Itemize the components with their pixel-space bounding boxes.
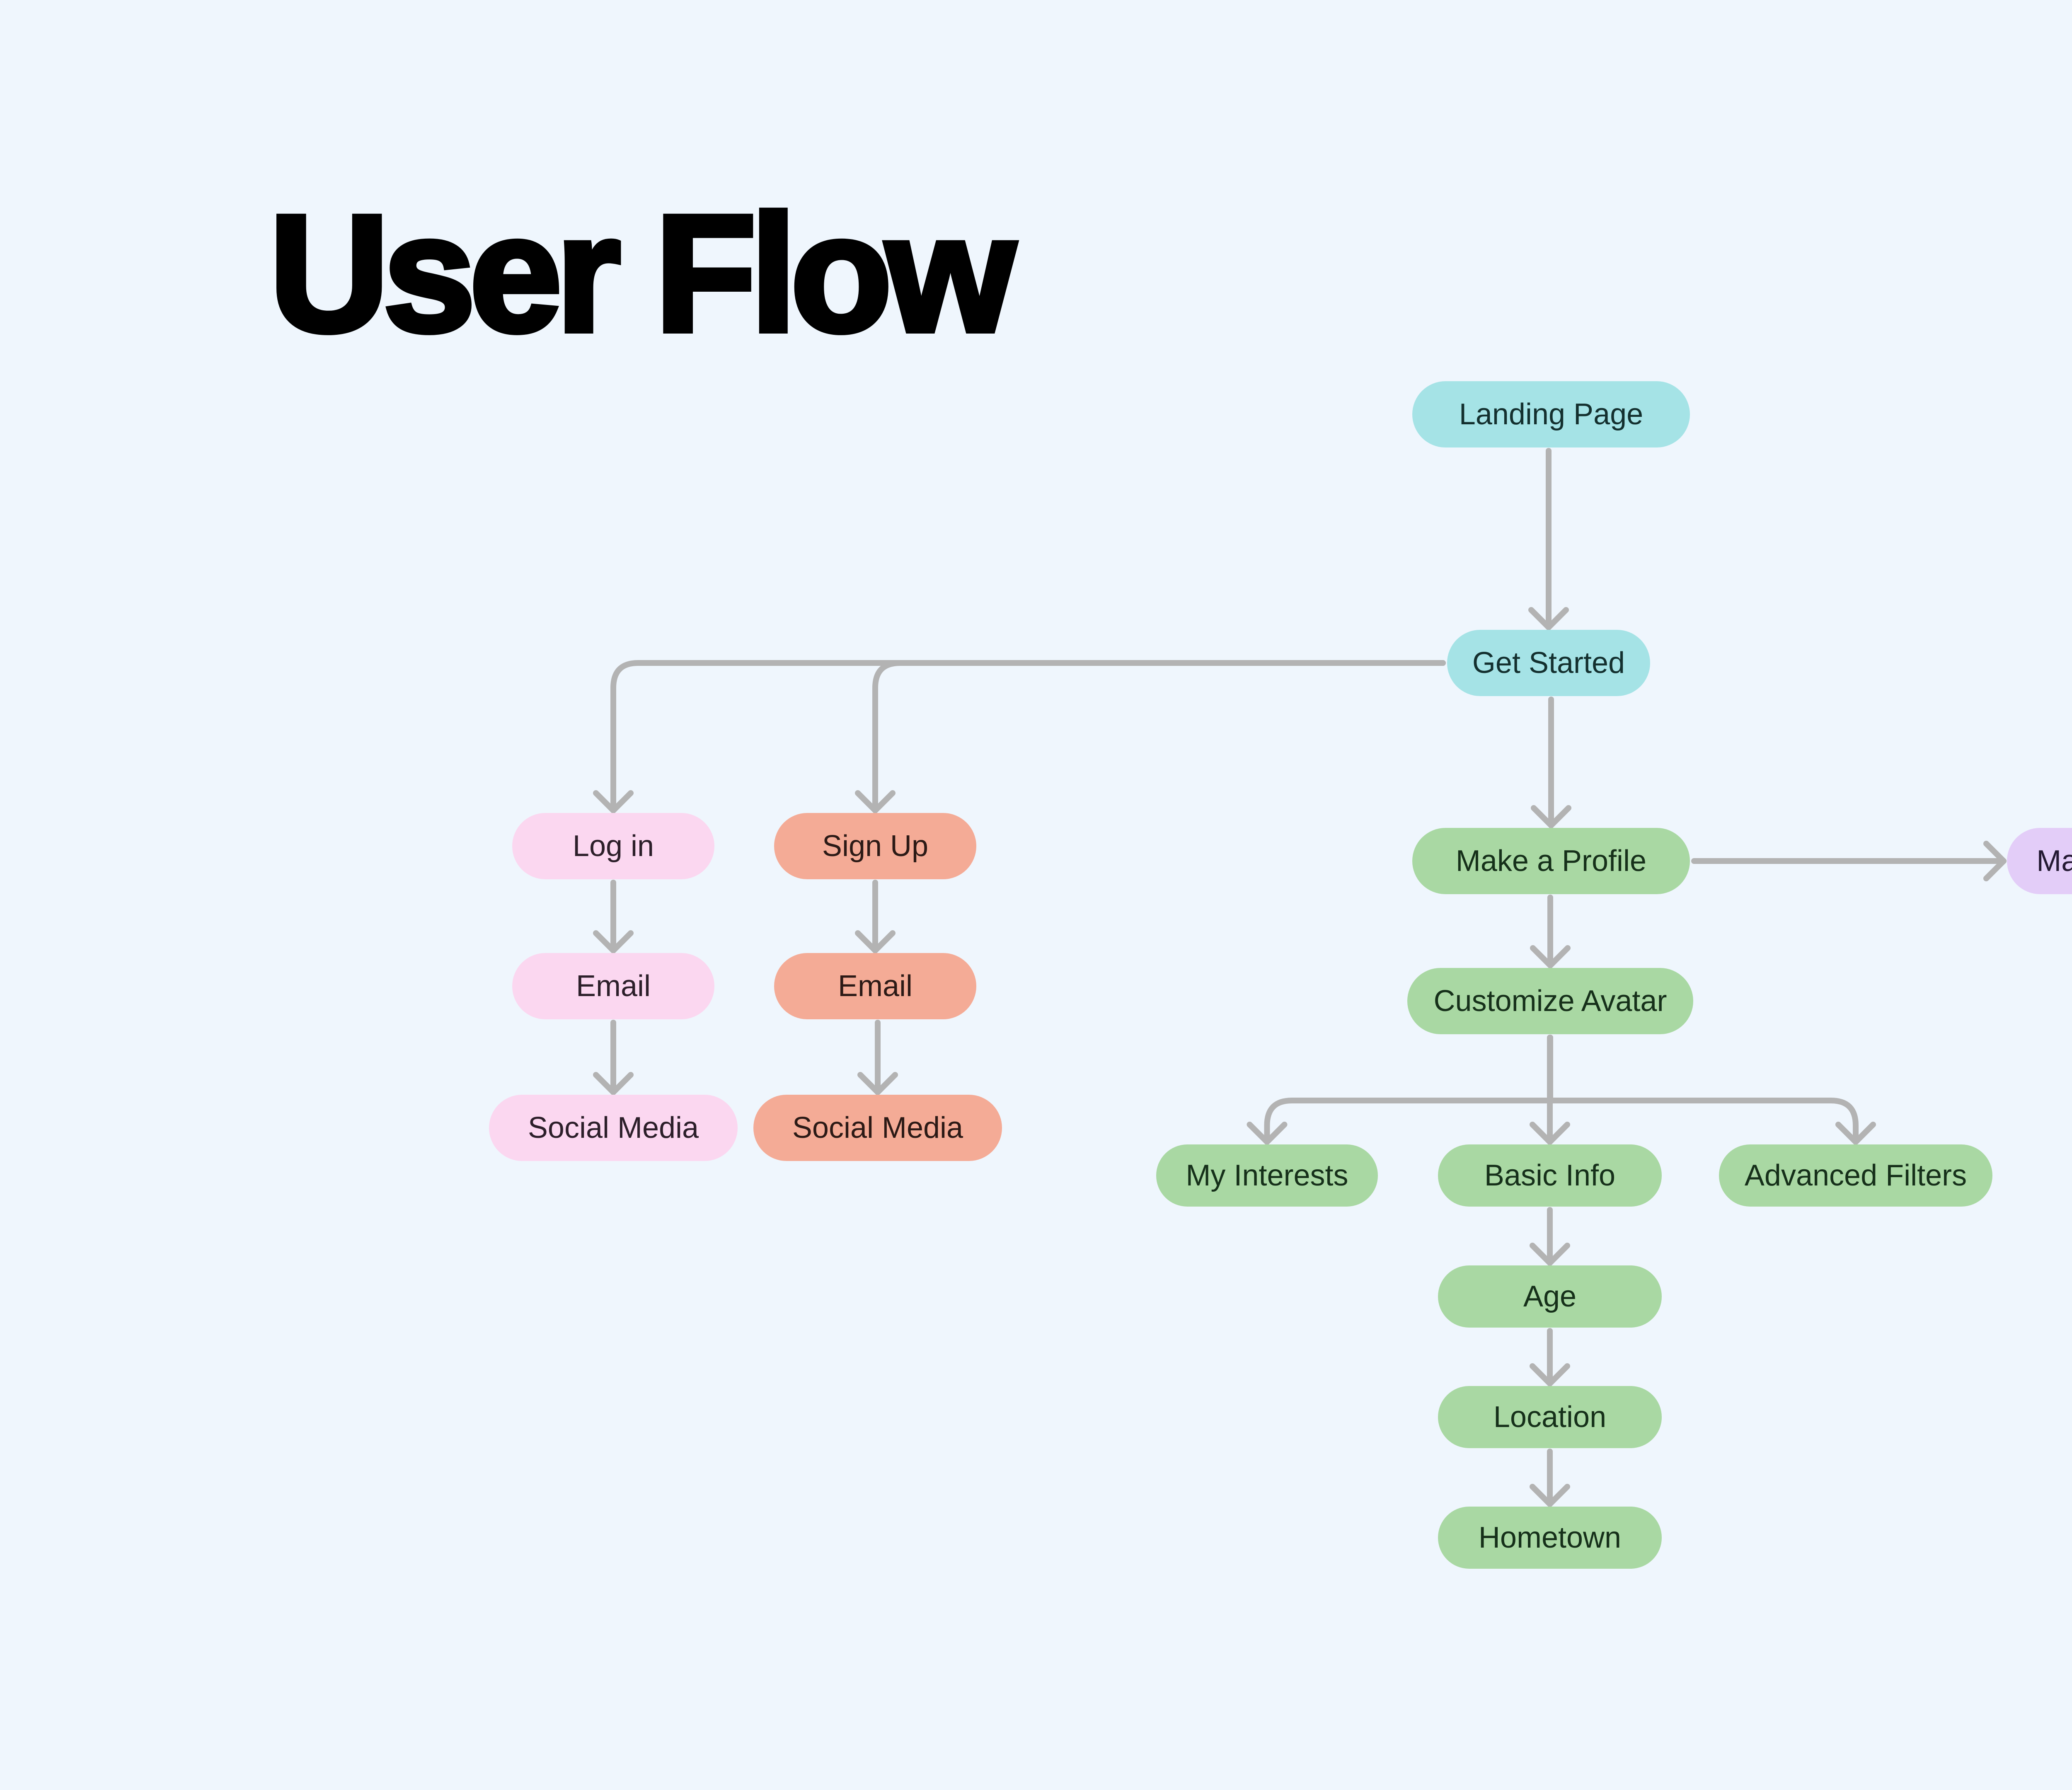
flow-node-email-signup[interactable]: Email: [774, 953, 976, 1019]
flow-node-label: Hometown: [1478, 1521, 1622, 1554]
arrowhead-down-icon: [1528, 607, 1569, 630]
flow-node-make-a-profile[interactable]: Make a Profile: [1412, 828, 1690, 894]
flow-node-label: Location: [1493, 1401, 1607, 1434]
flow-node-age[interactable]: Age: [1438, 1265, 1662, 1328]
flow-node-my-interests[interactable]: My Interests: [1156, 1144, 1378, 1207]
flow-node-advanced-filters[interactable]: Advanced Filters: [1719, 1144, 1992, 1207]
arrowhead-down-icon: [1530, 1122, 1570, 1145]
flow-node-label: Customize Avatar: [1433, 984, 1667, 1018]
flow-node-sign-up[interactable]: Sign Up: [774, 813, 976, 879]
arrowhead-down-icon: [1530, 1484, 1570, 1507]
arrowhead-down-icon: [593, 930, 634, 953]
edge-customize-avatar-to-my-interests: [1264, 1035, 1553, 1145]
flow-node-basic-info[interactable]: Basic Info: [1438, 1144, 1662, 1207]
arrowhead-down-icon: [855, 930, 896, 953]
flow-node-label: My Interests: [1186, 1159, 1348, 1192]
flow-node-email-login[interactable]: Email: [512, 953, 714, 1019]
flow-node-customize-avatar[interactable]: Customize Avatar: [1407, 968, 1693, 1034]
flow-node-label: Email: [576, 970, 651, 1003]
edge-customize-avatar-to-advanced-filters: [1547, 1035, 1859, 1145]
arrowhead-right-icon: [1983, 841, 2007, 881]
arrowhead-down-icon: [857, 1072, 898, 1095]
arrowhead-down-icon: [1530, 945, 1571, 968]
flow-node-matched-events[interactable]: Matched Events Near You: [2007, 828, 2072, 894]
edge-get-started-to-sign-up: [872, 660, 1446, 813]
arrowhead-down-icon: [1530, 1363, 1570, 1386]
flow-node-label: Advanced Filters: [1744, 1159, 1967, 1192]
arrowhead-down-icon: [1530, 1243, 1570, 1266]
flow-node-label: Basic Info: [1484, 1159, 1616, 1192]
page-title: User Flow: [266, 181, 1018, 366]
arrowhead-down-icon: [855, 790, 896, 813]
flow-node-label: Social Media: [528, 1111, 699, 1144]
flow-node-label: Sign Up: [822, 830, 929, 863]
flow-node-label: Social Media: [792, 1111, 963, 1144]
arrowhead-down-icon: [1835, 1122, 1876, 1145]
arrowhead-down-icon: [593, 1072, 634, 1095]
flow-node-hometown[interactable]: Hometown: [1438, 1507, 1662, 1569]
flow-node-location[interactable]: Location: [1438, 1386, 1662, 1448]
edge-get-started-to-log-in: [610, 660, 1446, 813]
flow-node-label: Make a Profile: [1455, 844, 1647, 878]
arrowhead-down-icon: [593, 790, 634, 813]
flow-node-social-media-signup[interactable]: Social Media: [753, 1095, 1002, 1161]
flow-node-label: Landing Page: [1459, 398, 1644, 431]
flow-node-label: Log in: [572, 830, 654, 863]
arrowhead-down-icon: [1247, 1122, 1288, 1145]
flow-node-landing-page[interactable]: Landing Page: [1412, 381, 1690, 448]
flow-node-label: Email: [838, 970, 913, 1003]
flow-node-label: Matched Events Near You: [2036, 844, 2072, 878]
flow-node-log-in[interactable]: Log in: [512, 813, 714, 879]
arrowhead-down-icon: [1531, 805, 1571, 828]
flow-node-get-started[interactable]: Get Started: [1447, 630, 1650, 696]
flow-node-label: Get Started: [1472, 646, 1625, 680]
flow-node-label: Age: [1523, 1280, 1577, 1313]
flow-node-social-media-login[interactable]: Social Media: [489, 1095, 738, 1161]
